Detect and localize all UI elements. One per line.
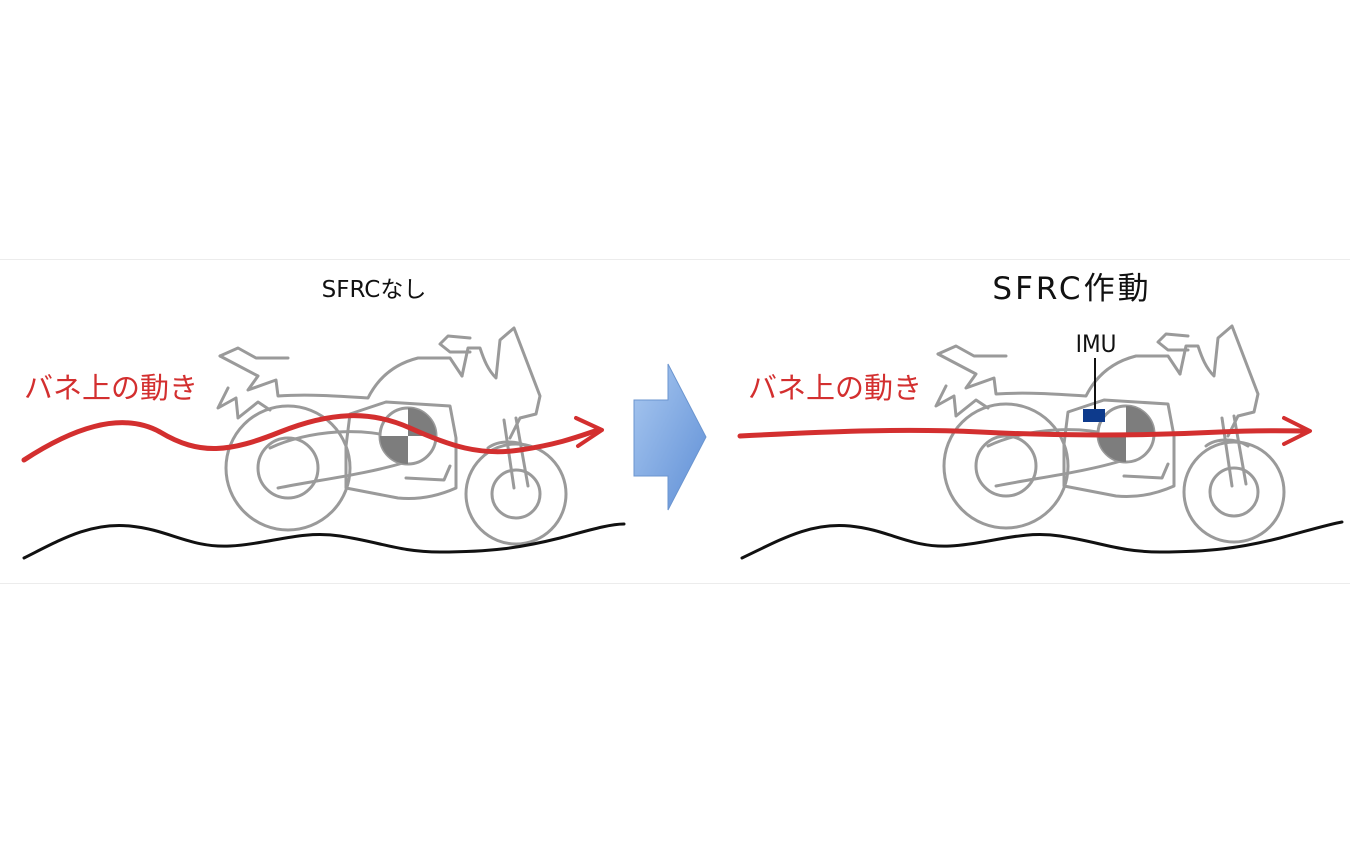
imu-label: IMU xyxy=(1076,330,1117,358)
left-motion-arrowhead-icon xyxy=(574,416,604,448)
right-road-line xyxy=(740,520,1344,560)
right-panel-title: SFRC作動 xyxy=(992,271,1151,307)
left-panel-title: SFRCなし xyxy=(322,277,427,303)
right-motion-arrowhead-icon xyxy=(1282,416,1312,446)
right-motion-arrow xyxy=(737,427,1309,439)
comparison-panel xyxy=(0,259,1350,584)
left-road-line xyxy=(22,522,626,560)
left-motion-arrow xyxy=(21,413,601,463)
imu-sensor-icon xyxy=(1083,409,1105,422)
left-motion-label: バネ上の動き xyxy=(24,371,198,405)
right-motion-label: バネ上の動き xyxy=(748,371,922,405)
transition-arrow-icon xyxy=(633,363,707,511)
